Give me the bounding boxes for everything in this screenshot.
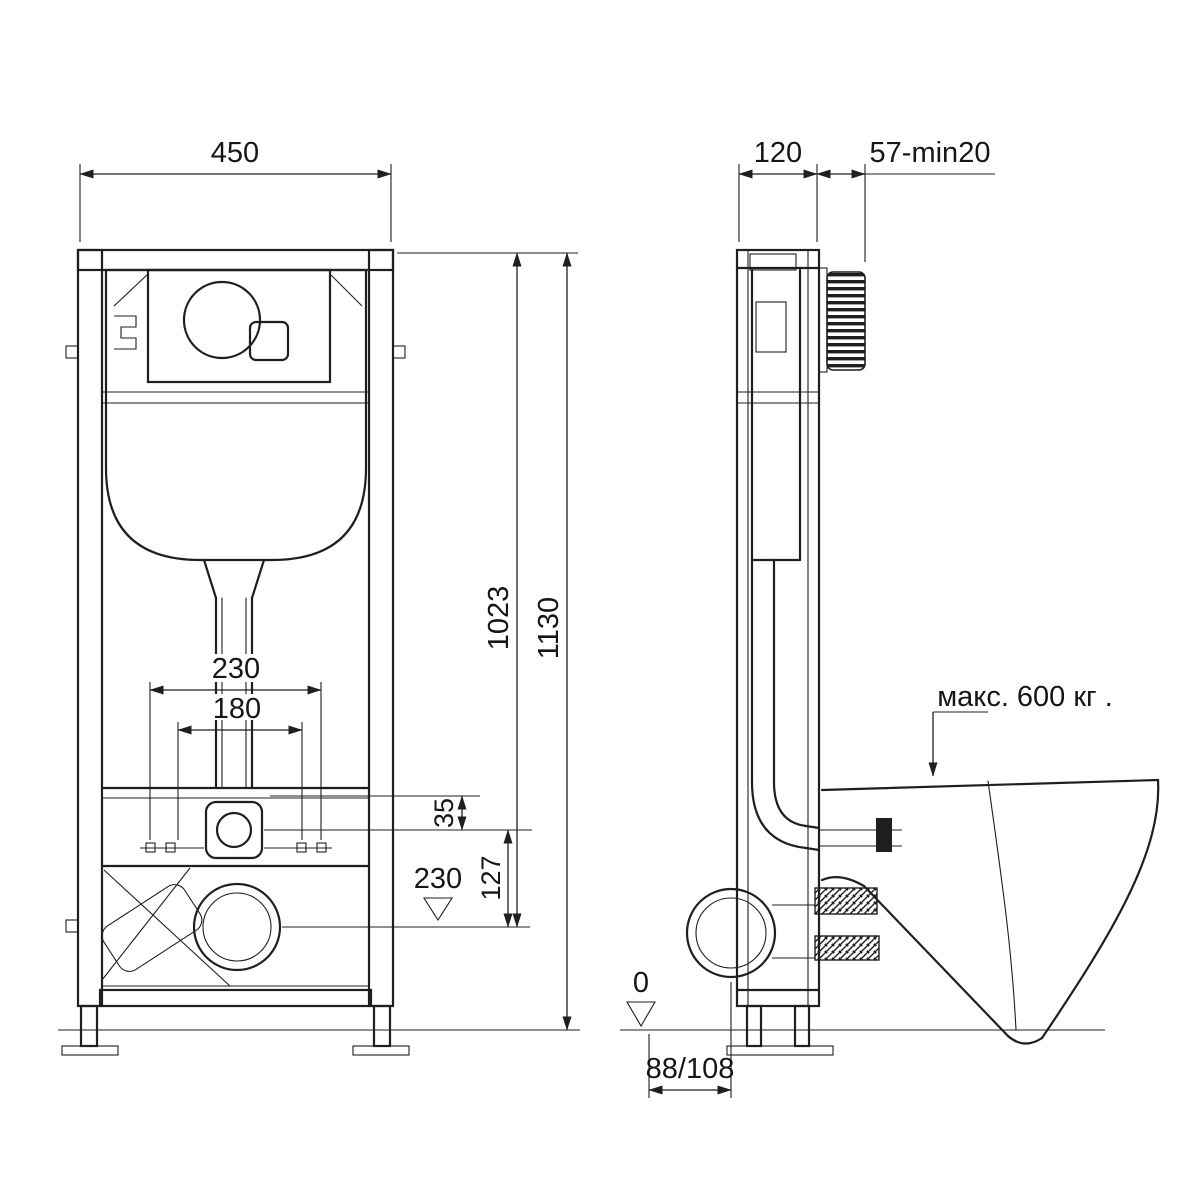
cistern-front	[102, 268, 369, 562]
dim-label-88-108: 88/108	[646, 1053, 735, 1085]
overflow-clip	[114, 315, 137, 350]
dim-label-1130: 1130	[533, 597, 565, 659]
bolt-hole	[316, 842, 327, 853]
bolt-hole	[145, 842, 156, 853]
flush-valve-circle	[182, 280, 262, 360]
drain-section-front	[101, 867, 369, 987]
inlet-connector	[814, 935, 880, 961]
dim-heights: 1023 1130	[282, 252, 578, 1031]
dim-depth-120: 120	[738, 137, 818, 242]
dim-label-35: 35	[429, 798, 459, 828]
toilet-bowl-profile	[820, 778, 1160, 1045]
drain-outlet-inner	[202, 892, 272, 962]
dim-span-230: 230	[149, 653, 322, 840]
level-triangle-icon	[626, 1001, 656, 1028]
dim-label-127: 127	[476, 855, 506, 900]
side-view: макс. 600 кг . 0 120 57-min20 88/108	[620, 137, 1160, 1098]
mounting-plate	[100, 786, 371, 868]
cistern-side	[749, 253, 802, 562]
actuator-striped-block	[826, 271, 866, 371]
dim-label-230: 230	[212, 653, 260, 685]
dim-offset-127: 127	[476, 829, 513, 928]
fixing-bolt	[876, 818, 892, 852]
water-inlet-circle	[215, 811, 253, 849]
outlet-connector	[814, 887, 878, 915]
bolt-hole	[296, 842, 307, 853]
drain-clamp	[101, 884, 203, 972]
side-feet	[726, 1004, 834, 1056]
dim-outlet-88-108: 88/108	[646, 982, 735, 1098]
front-view: 450 1023 1130 230 180	[58, 137, 580, 1056]
level-mark-230: 230	[414, 863, 462, 922]
dim-actuator-57-min20: 57-min20	[816, 137, 995, 262]
dim-label-57-min20: 57-min20	[870, 137, 991, 169]
level-mark-0: 0	[626, 967, 656, 1028]
dim-label-180: 180	[213, 693, 261, 725]
drain-outlet-outer	[192, 882, 282, 972]
max-load-note: макс. 600 кг .	[928, 681, 1113, 777]
access-panel	[146, 268, 332, 384]
dim-offset-35: 35	[264, 795, 532, 831]
level-label-0: 0	[633, 967, 649, 999]
flush-actuator-panel	[818, 267, 866, 373]
dim-label-1023: 1023	[483, 586, 515, 651]
level-label-230: 230	[414, 863, 462, 895]
max-load-label: макс. 600 кг .	[937, 681, 1113, 713]
dim-span-180: 180	[177, 693, 303, 840]
fill-valve-side	[755, 301, 787, 353]
drain-elbow-side	[685, 818, 902, 979]
bolt-hole	[165, 842, 176, 853]
level-triangle-icon	[422, 897, 454, 922]
dim-label-120: 120	[754, 137, 802, 169]
dim-label-450: 450	[211, 137, 259, 169]
water-inlet-box	[204, 800, 264, 860]
fill-valve-box	[248, 320, 290, 362]
side-frame	[735, 248, 821, 1008]
front-feet	[61, 1004, 410, 1056]
flush-pipe-side	[750, 558, 821, 852]
dim-width-450: 450	[79, 137, 392, 242]
